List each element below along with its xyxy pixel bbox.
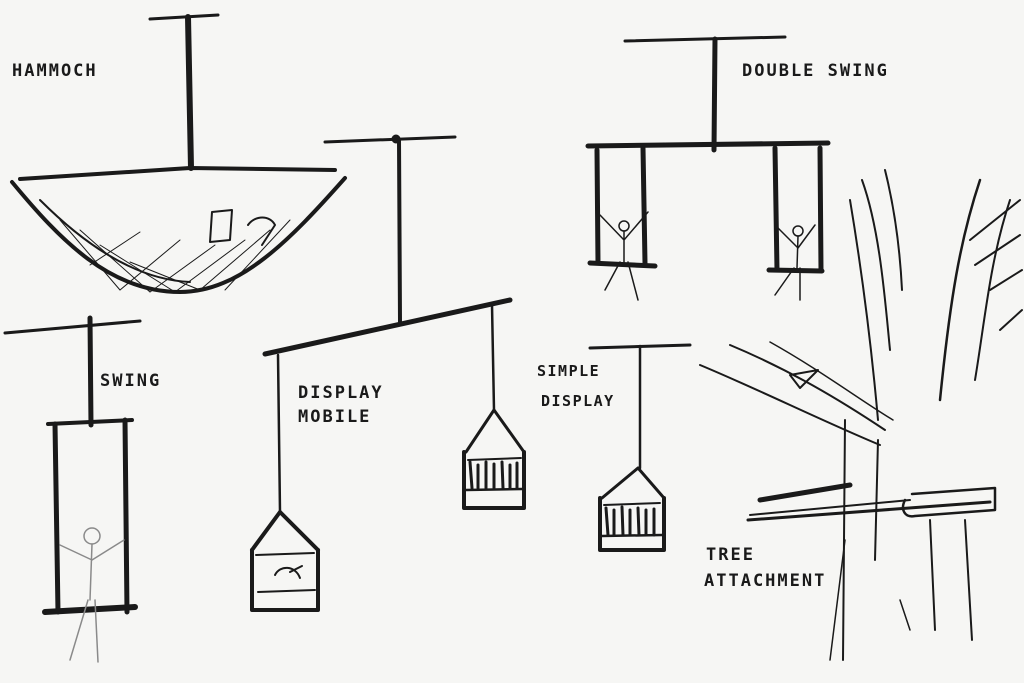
display-mobile-label-line2: MOBILE	[298, 407, 372, 427]
tree-attachment-label-line1: TREE	[706, 545, 755, 565]
simple-display-label-line1: SIMPLE	[537, 362, 601, 380]
double-swing-label: DOUBLE SWING	[742, 61, 889, 81]
hammock-net	[59, 219, 291, 293]
simple-display-sketch	[588, 343, 692, 552]
swing-person	[59, 527, 125, 663]
swing-label: SWING	[100, 371, 162, 391]
display-mobile-sketch	[250, 134, 526, 612]
double-swing-sketch	[585, 35, 831, 301]
swing-sketch	[3, 315, 142, 663]
double-swing-people	[599, 211, 816, 301]
hammock-label: HAMMOCH	[12, 61, 98, 81]
tree-attachment-sketch	[699, 169, 1023, 661]
hammock-sketch	[10, 13, 347, 294]
simple-display-label-line2: DISPLAY	[541, 392, 615, 410]
tree-attachment-label-line2: ATTACHMENT	[704, 571, 827, 591]
display-mobile-label-line1: DISPLAY	[298, 383, 384, 403]
